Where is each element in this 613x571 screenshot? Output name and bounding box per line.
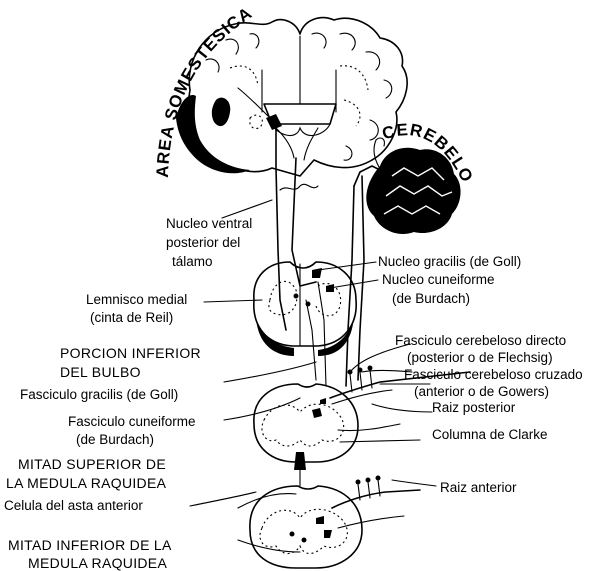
lemnisco-medial-label: Lemnisco medial (cinta de Reil): [86, 292, 191, 325]
porcion-inferior-label: PORCION INFERIOR DEL BULBO: [60, 345, 205, 380]
nucleo-ventral-label: Nucleo ventral posterior del tálamo: [166, 216, 256, 269]
columna-clarke-label: Columna de Clarke: [432, 427, 548, 442]
raiz-posterior-label: Raiz posterior: [432, 400, 516, 415]
fasciculo-cuneiforme-label: Fasciculo cuneiforme (de Burdach): [68, 414, 199, 447]
nucleo-gracilis-label: Nucleo gracilis (de Goll): [378, 254, 521, 269]
celula-asta-label: Celula del asta anterior: [4, 498, 143, 513]
nucleo-cuneiforme-label: Nucleo cuneiforme (de Burdach): [382, 272, 498, 306]
fasciculo-directo-label: Fasciculo cerebeloso directo (posterior …: [395, 333, 570, 365]
fasciculo-gracilis-label: Fasciculo gracilis (de Goll): [20, 387, 178, 402]
lower-spinal-cord-section: [238, 462, 420, 568]
mitad-superior-label: MITAD SUPERIOR DE LA MEDULA RAQUIDEA: [6, 456, 170, 491]
fasciculo-cruzado-label: Fasciculo cerebeloso cruzado (anterior o…: [404, 367, 586, 399]
medulla-section: [254, 262, 356, 356]
mitad-inferior-label: MITAD INFERIOR DE LA MEDULA RAQUIDEA: [8, 537, 175, 571]
raiz-anterior-label: Raiz anterior: [440, 480, 517, 495]
